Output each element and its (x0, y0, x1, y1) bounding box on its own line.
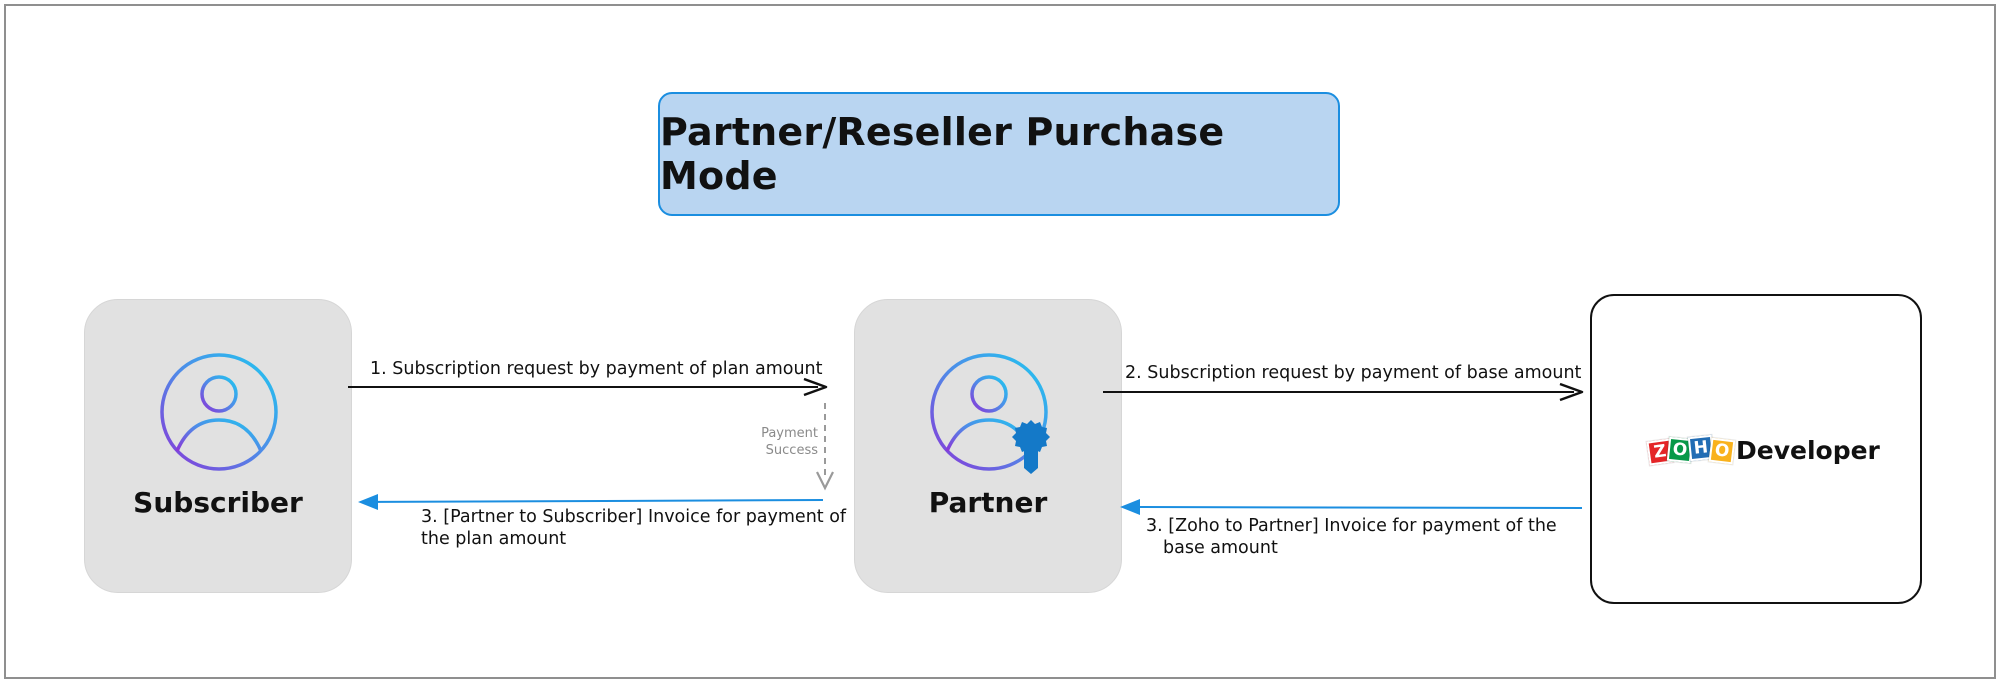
diagram-title: Partner/Reseller Purchase Mode (660, 110, 1225, 198)
payment-success-line1: Payment (761, 426, 818, 441)
edge-label-zoho-to-partner-line2: base amount (1163, 538, 1278, 558)
partner-label: Partner (928, 486, 1048, 519)
diagram-frame: Partner/Reseller Purchase Mode Subscribe… (4, 4, 1996, 679)
payment-success-label: Payment Success (740, 425, 818, 459)
arrow-payment-success (816, 403, 834, 491)
edge-label-sub-to-partner: 1. Subscription request by payment of pl… (370, 359, 823, 379)
edge-label-partner-to-sub-line2: the plan amount (421, 529, 567, 549)
arrow-partner-to-sub (358, 494, 824, 510)
edge-label-zoho-to-partner: 3. [Zoho to Partner] Invoice for payment… (1146, 515, 1557, 559)
edge-label-partner-to-sub-line1: 3. [Partner to Subscriber] Invoice for p… (421, 507, 847, 527)
edge-label-partner-to-sub: 3. [Partner to Subscriber] Invoice for p… (421, 506, 846, 550)
subscriber-label: Subscriber (133, 486, 303, 519)
edge-label-partner-to-zoho: 2. Subscription request by payment of ba… (1125, 363, 1582, 383)
arrow-partner-to-zoho (1103, 382, 1584, 402)
arrow-zoho-to-partner (1120, 499, 1583, 515)
title-box: Partner/Reseller Purchase Mode (658, 92, 1340, 216)
user-circle-icon (160, 353, 278, 471)
arrow-sub-to-partner (348, 377, 828, 397)
payment-success-line2: Success (765, 443, 818, 458)
subscriber-node: Subscriber (84, 299, 352, 593)
zoho-developer-node: Z O H O Developer (1590, 294, 1922, 604)
zoho-logo: Z O H O Developer (1646, 434, 1880, 468)
partner-badge-icon (930, 353, 1050, 474)
partner-node: Partner (854, 299, 1122, 593)
zoho-developer-label: Developer (1736, 436, 1880, 465)
edge-label-zoho-to-partner-line1: 3. [Zoho to Partner] Invoice for payment… (1146, 516, 1557, 536)
